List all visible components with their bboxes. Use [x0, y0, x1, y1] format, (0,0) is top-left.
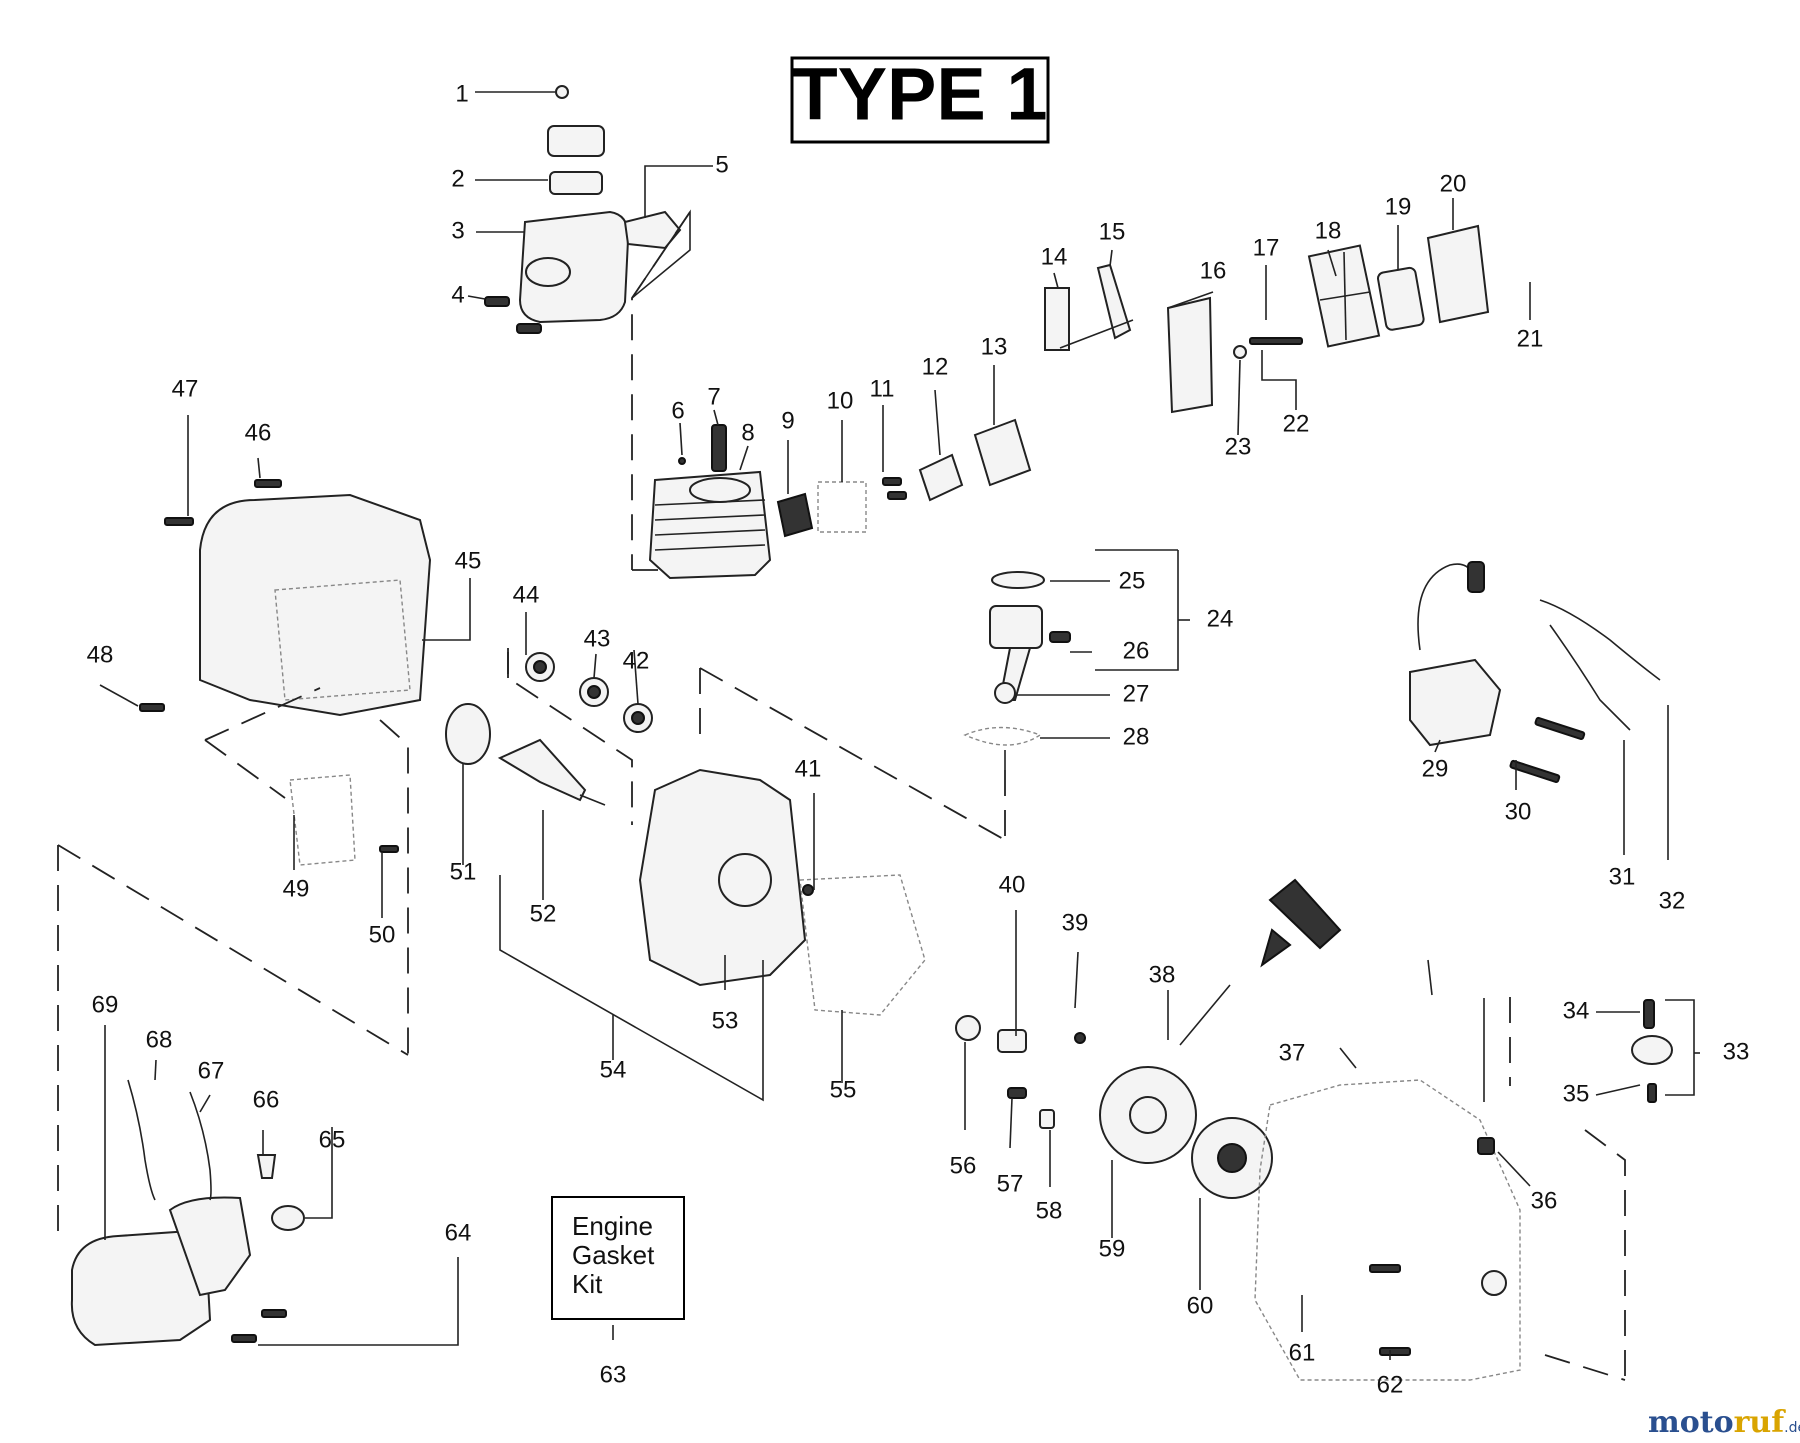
- clamp-icon: [1631, 999, 1673, 1103]
- part-number-48: 48: [87, 641, 114, 668]
- part-number-54: 54: [600, 1056, 627, 1083]
- part-number-11: 11: [870, 375, 895, 402]
- air-filter-icon: [1044, 224, 1490, 414]
- part-number-56: 56: [950, 1152, 977, 1179]
- part-number-23: 23: [1225, 433, 1252, 460]
- part-number-52: 52: [530, 900, 557, 927]
- watermark: motoruf.de: [1648, 1405, 1800, 1440]
- misc-parts-icon: [289, 774, 814, 896]
- part-number-16: 16: [1200, 257, 1227, 284]
- part-number-45: 45: [455, 547, 482, 574]
- muffler-icon: [484, 85, 682, 334]
- part-number-55: 55: [830, 1076, 857, 1103]
- part-number-67: 67: [198, 1057, 225, 1084]
- part-number-27: 27: [1123, 680, 1150, 707]
- part-number-7: 7: [707, 383, 720, 410]
- part-number-3: 3: [451, 217, 464, 244]
- part-number-19: 19: [1385, 193, 1412, 220]
- part-number-38: 38: [1149, 961, 1176, 988]
- part-number-6: 6: [671, 397, 684, 424]
- part-number-21: 21: [1517, 325, 1544, 352]
- part-number-13: 13: [981, 333, 1008, 360]
- part-number-37: 37: [1279, 1039, 1306, 1066]
- part-number-8: 8: [741, 419, 754, 446]
- part-number-18: 18: [1315, 217, 1342, 244]
- part-number-10: 10: [827, 387, 854, 414]
- part-number-36: 36: [1531, 1187, 1558, 1214]
- part-number-44: 44: [513, 581, 540, 608]
- part-number-25: 25: [1119, 567, 1146, 594]
- part-number-34: 34: [1563, 997, 1590, 1024]
- part-number-57: 57: [997, 1170, 1024, 1197]
- part-number-20: 20: [1440, 170, 1467, 197]
- part-number-41: 41: [795, 755, 822, 782]
- part-number-46: 46: [245, 419, 272, 446]
- clutch-housing-icon: [1254, 998, 1521, 1381]
- title-box: TYPE 1: [790, 53, 1050, 144]
- part-number-31: 31: [1609, 863, 1636, 890]
- part-number-12: 12: [922, 353, 949, 380]
- engine-cover-icon: [139, 479, 432, 717]
- kit-label-line-3: Kit: [572, 1269, 603, 1299]
- part-number-51: 51: [450, 858, 477, 885]
- kit-label-line-1: Engine: [572, 1211, 653, 1241]
- part-number-15: 15: [1099, 218, 1126, 245]
- part-number-33: 33: [1723, 1038, 1750, 1065]
- bearings-icon: [525, 652, 653, 733]
- cylinder-icon: [648, 424, 772, 580]
- part-number-49: 49: [283, 875, 310, 902]
- part-number-69: 69: [92, 991, 119, 1018]
- watermark-text: motoruf.de: [1648, 1405, 1800, 1440]
- part-number-62: 62: [1377, 1371, 1404, 1398]
- part-number-59: 59: [1099, 1235, 1126, 1262]
- part-number-17: 17: [1253, 234, 1280, 261]
- part-number-14: 14: [1041, 243, 1068, 270]
- part-number-68: 68: [146, 1026, 173, 1053]
- part-number-63: 63: [600, 1361, 627, 1388]
- part-number-65: 65: [319, 1126, 346, 1153]
- part-number-60: 60: [1187, 1292, 1214, 1319]
- diagram-title: TYPE 1: [793, 53, 1048, 136]
- leader-lines: [99, 91, 1700, 1360]
- gasket-kit-box: Engine Gasket Kit: [551, 1196, 685, 1320]
- part-number-28: 28: [1123, 723, 1150, 750]
- part-number-35: 35: [1563, 1080, 1590, 1107]
- part-number-47: 47: [172, 375, 199, 402]
- kit-label-line-2: Gasket: [572, 1240, 655, 1270]
- part-number-42: 42: [623, 647, 650, 674]
- part-number-39: 39: [1062, 909, 1089, 936]
- part-number-30: 30: [1505, 798, 1532, 825]
- part-number-32: 32: [1659, 887, 1686, 914]
- intake-parts-icon: [776, 418, 1032, 538]
- fuel-tank-icon: [70, 1079, 305, 1347]
- ignition-module-icon: [1409, 561, 1661, 784]
- crankshaft-icon: [445, 703, 606, 806]
- part-number-66: 66: [253, 1086, 280, 1113]
- starter-icon: [955, 878, 1342, 1199]
- crankcase-icon: [638, 768, 926, 1016]
- part-number-1: 1: [455, 80, 468, 107]
- part-number-40: 40: [999, 871, 1026, 898]
- part-number-50: 50: [369, 921, 396, 948]
- part-number-26: 26: [1123, 637, 1150, 664]
- part-number-2: 2: [451, 165, 464, 192]
- piston-icon: [963, 571, 1071, 746]
- part-number-22: 22: [1283, 410, 1310, 437]
- part-number-64: 64: [445, 1219, 472, 1246]
- part-number-53: 53: [712, 1007, 739, 1034]
- part-number-43: 43: [584, 625, 611, 652]
- part-number-9: 9: [781, 407, 794, 434]
- part-number-29: 29: [1422, 755, 1449, 782]
- part-number-5: 5: [715, 151, 728, 178]
- part-number-58: 58: [1036, 1197, 1063, 1224]
- part-number-24: 24: [1207, 605, 1234, 632]
- part-number-4: 4: [451, 281, 464, 308]
- assembly-dashed-lines: [57, 211, 1626, 1381]
- part-drawings: [70, 85, 1673, 1381]
- part-number-61: 61: [1289, 1339, 1316, 1366]
